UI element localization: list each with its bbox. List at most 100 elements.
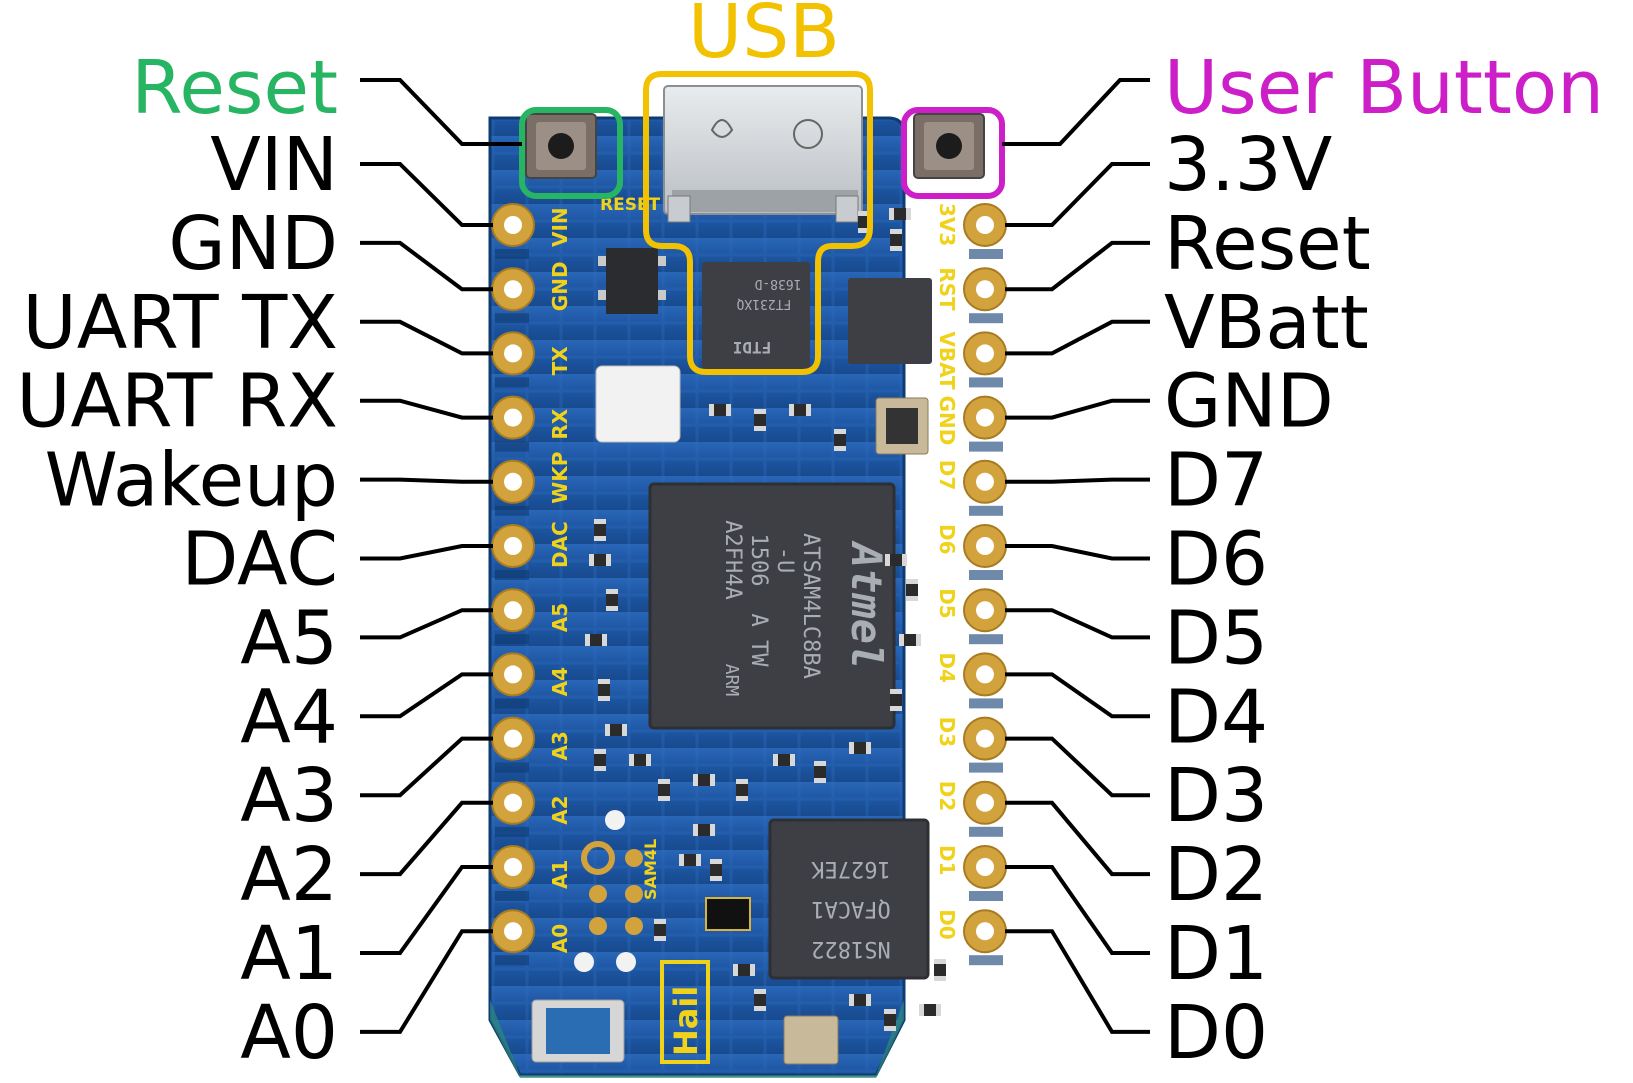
silk-right-label: D1 [935, 845, 959, 876]
left-leader-line [360, 319, 493, 356]
left-pin-label: A1 [240, 911, 338, 997]
left-pad [491, 267, 535, 324]
silk-left-label: A5 [548, 603, 572, 632]
left-leader-line [360, 736, 493, 798]
right-pad [963, 524, 1007, 580]
sensor-chip [848, 278, 932, 364]
smd-component [679, 854, 701, 866]
silk-right-label: D3 [935, 717, 959, 748]
micro-usb-connector [663, 85, 863, 223]
user-button-label: User Button [1164, 45, 1604, 131]
smd-component [693, 824, 715, 836]
right-leader-line [1005, 865, 1150, 955]
right-pin-label: GND [1164, 359, 1334, 445]
right-leader-line [1005, 608, 1150, 640]
reset-button[interactable] [525, 113, 597, 179]
right-leader-line [1005, 736, 1150, 798]
left-leader-line [360, 608, 493, 640]
right-pad [963, 267, 1007, 324]
silk-left-label: A0 [548, 924, 572, 953]
left-leader-line [360, 544, 493, 561]
left-pad [491, 395, 535, 452]
user-button-leader-line [1002, 78, 1150, 146]
smd-component [899, 634, 921, 646]
silk-sam4l: SAM4L [641, 839, 660, 900]
light-sensor [595, 365, 681, 443]
smd-component [585, 634, 607, 646]
right-pad [963, 845, 1007, 901]
smd-component [849, 742, 871, 754]
silk-left-label: A1 [548, 860, 572, 889]
user-button-callout: User Button [901, 45, 1604, 199]
right-pad [963, 780, 1007, 837]
right-pin-label: D4 [1164, 674, 1268, 760]
smd-component [605, 724, 627, 736]
usb-callout: USB [643, 0, 873, 375]
right-pin-label: D1 [1164, 911, 1268, 997]
right-pin-label: D3 [1164, 753, 1268, 839]
silk-right-label: D7 [935, 460, 959, 491]
silk-right-label: D0 [935, 909, 959, 940]
silk-left-label: GND [548, 261, 572, 311]
svg-text:FT231XQ: FT231XQ [736, 296, 791, 311]
silk-left-label: RX [548, 408, 572, 439]
smd-component [934, 959, 946, 981]
smd-component [884, 1009, 896, 1031]
left-pad [491, 780, 535, 837]
user-button-highlight-outline [901, 107, 1005, 199]
atmel-sam4l-mcu: Atmel ATSAM4LC8BA -U 1506 A2FH4A A TW AR… [648, 482, 896, 730]
smd-component [709, 404, 731, 416]
right-pad [963, 588, 1007, 645]
smd-component [594, 519, 606, 541]
svg-text:ARM: ARM [721, 664, 742, 697]
smd-component [654, 919, 666, 941]
left-pin-label: Wakeup [45, 438, 338, 524]
svg-text:Hail: Hail [667, 986, 705, 1056]
silk-right-label: D2 [935, 781, 959, 812]
svg-text:ATSAM4LC8BA: ATSAM4LC8BA [798, 533, 823, 679]
smd-component [890, 229, 902, 251]
left-leader-line [360, 398, 493, 420]
smd-component [693, 774, 715, 786]
voltage-regulator [598, 248, 666, 314]
smd-component [733, 964, 755, 976]
smd-component [789, 404, 811, 416]
silk-left-label: A4 [548, 667, 572, 696]
smd-component [594, 749, 606, 771]
smd-component [849, 994, 871, 1006]
right-leader-line [1005, 800, 1150, 877]
user-button[interactable] [913, 113, 985, 179]
left-leader-line [360, 865, 493, 955]
right-leader-line [1005, 672, 1150, 719]
right-leader-line [1005, 544, 1150, 561]
left-pad [491, 845, 535, 901]
svg-text:-U: -U [772, 547, 797, 574]
right-leader-line [1005, 319, 1150, 356]
right-leader-line [1005, 477, 1150, 484]
left-pad [491, 203, 535, 259]
smd-component [606, 589, 618, 611]
right-pin-label: D6 [1164, 517, 1268, 603]
left-pin-label: A0 [240, 990, 338, 1076]
usb-highlight-outline [643, 71, 873, 375]
left-pin-label: GND [168, 201, 338, 287]
right-pin-label: D7 [1164, 438, 1268, 524]
smd-component [906, 579, 918, 601]
left-header-pads [491, 203, 535, 966]
left-leader-line [360, 162, 493, 227]
smd-component [598, 679, 610, 701]
left-pad [491, 716, 535, 773]
smd-component [710, 859, 722, 881]
right-pin-label: D5 [1164, 595, 1268, 681]
svg-text:1506: 1506 [746, 534, 771, 587]
right-pin-label: D0 [1164, 990, 1268, 1076]
left-leader-line [360, 929, 493, 1034]
programming-pads [574, 810, 643, 972]
left-pin-label: A4 [240, 674, 338, 760]
right-leader-line [1005, 240, 1150, 292]
svg-text:QFACA1: QFACA1 [811, 896, 890, 921]
